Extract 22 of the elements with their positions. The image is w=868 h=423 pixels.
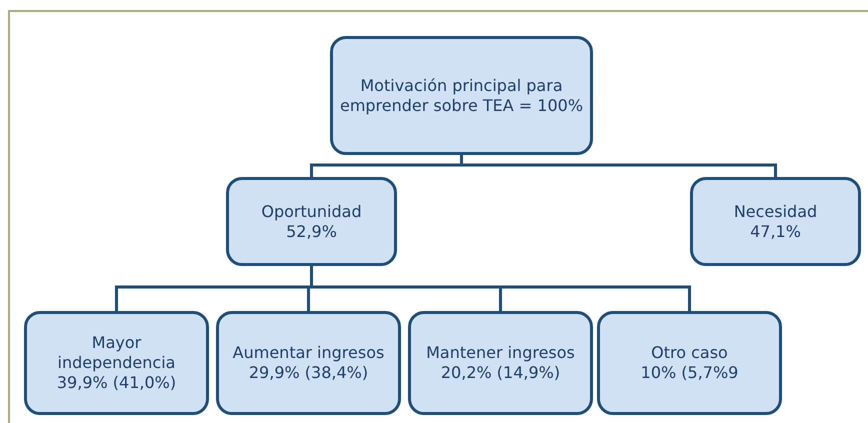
process-box bbox=[216, 311, 401, 415]
box-text: Mayor independencia bbox=[56, 333, 176, 373]
box-text: 10% (5,7%9 bbox=[640, 363, 738, 383]
box-text: Mantener ingresos bbox=[426, 343, 575, 363]
box-text: 39,9% (41,0%) bbox=[56, 373, 176, 393]
process-box bbox=[24, 311, 209, 415]
process-box bbox=[226, 177, 397, 266]
box-text: 29,9% (38,4%) bbox=[248, 363, 368, 383]
box-text: 47,1% bbox=[750, 222, 801, 242]
process-box bbox=[408, 311, 593, 415]
connector-line bbox=[460, 155, 777, 177]
process-box bbox=[597, 311, 782, 415]
process-box bbox=[690, 177, 861, 266]
box-text: 20,2% (14,9%) bbox=[440, 363, 560, 383]
box-text: 52,9% bbox=[286, 222, 337, 242]
box-text: Motivación principal para emprender sobre TEA = 100% bbox=[339, 76, 584, 116]
box-text: Otro caso bbox=[651, 343, 728, 363]
box-text: Oportunidad bbox=[261, 202, 362, 222]
connector-line bbox=[310, 266, 691, 311]
process-box bbox=[330, 36, 593, 155]
box-text: Necesidad bbox=[734, 202, 818, 222]
box-text: Aumentar ingresos bbox=[232, 343, 384, 363]
